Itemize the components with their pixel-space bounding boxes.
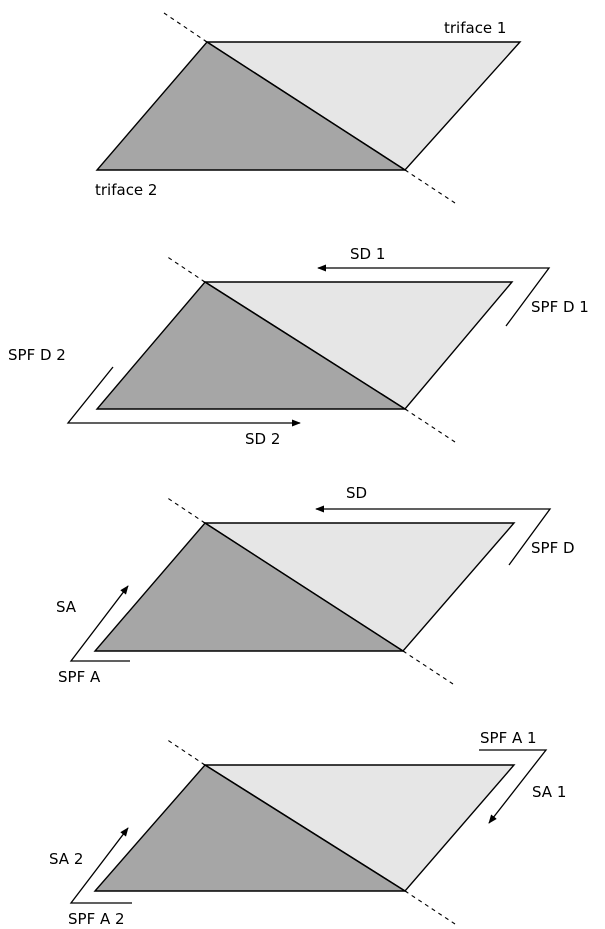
extension-dashed-top <box>165 255 206 283</box>
panel-3: SD SPF D SA SPF A <box>56 484 575 686</box>
shared-edge <box>204 281 406 410</box>
shared-edge <box>204 522 404 652</box>
shared-edge <box>204 764 406 892</box>
triface-1-label: triface 1 <box>444 19 506 37</box>
panel-4: SPF A 1 SA 1 SA 2 SPF A 2 <box>49 729 566 928</box>
shared-edge <box>206 41 406 171</box>
panel-2: SD 1 SPF D 1 SD 2 SPF D 2 <box>8 245 589 448</box>
extension-dashed-top <box>165 496 206 524</box>
spf-a-label: SPF A <box>58 668 101 686</box>
sd-path <box>315 505 552 566</box>
spf-a-2-label: SPF A 2 <box>68 910 125 928</box>
sa-2-path <box>69 827 132 904</box>
sd-1-label: SD 1 <box>350 245 385 263</box>
spf-d-label: SPF D <box>531 539 575 557</box>
extension-dashed-top <box>163 12 208 43</box>
spf-a-1-label: SPF A 1 <box>480 729 537 747</box>
sd-label: SD <box>346 484 367 502</box>
sd-1-path <box>317 264 551 327</box>
sa-path <box>69 585 130 662</box>
spf-d-1-label: SPF D 1 <box>531 298 589 316</box>
spf-d-2-label: SPF D 2 <box>8 346 66 364</box>
sd-2-path <box>66 366 301 427</box>
sa-1-label: SA 1 <box>532 783 566 801</box>
sa-2-label: SA 2 <box>49 850 83 868</box>
extension-dashed-bottom <box>402 650 454 685</box>
extension-dashed-bottom <box>404 169 456 204</box>
extension-dashed-top <box>165 738 206 766</box>
sd-2-label: SD 2 <box>245 430 280 448</box>
extension-dashed-bottom <box>404 890 456 925</box>
sa-label: SA <box>56 598 77 616</box>
triface-2-label: triface 2 <box>95 181 157 199</box>
panel-1: triface 1 triface 2 <box>95 12 522 204</box>
sa-1-path <box>479 749 548 824</box>
extension-dashed-bottom <box>404 408 456 443</box>
